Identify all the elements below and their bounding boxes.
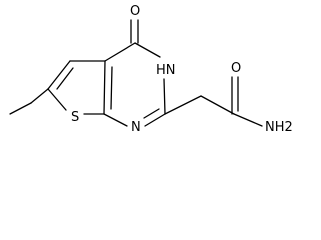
bond-n1-c7a — [103, 113, 128, 127]
molecule-drawing: O HN S N O NH2 — [9, 4, 293, 135]
bond-cco-nh2 — [233, 113, 263, 127]
bond-ethyl-ch3 — [9, 102, 32, 115]
atom-sulfur: S — [71, 110, 79, 125]
bond-ch2-cco — [200, 95, 235, 115]
bond-c2-n1 — [144, 113, 166, 127]
bond-c2-ch2 — [164, 95, 202, 115]
bond-c4a-c4 — [104, 42, 136, 62]
bond-c4-n3 — [134, 42, 161, 58]
bond-c6-c5-inner — [56, 67, 74, 90]
atom-oxygen-amide: O — [231, 61, 241, 76]
bond-ethyl-ch2 — [30, 88, 49, 104]
bond-c4a-c7a-inner — [110, 66, 113, 110]
atom-amide-nh2: NH2 — [265, 120, 293, 135]
structure-diagram: O HN S N O NH2 — [9, 4, 293, 135]
atom-nitrogen-ring: N — [131, 120, 141, 135]
bond-c2-n1-inner — [143, 108, 160, 119]
bond-n3-c2 — [163, 78, 166, 115]
bond-c6-c5 — [47, 60, 71, 90]
bond-c6-s — [47, 88, 67, 111]
bond-c4a-c7a — [103, 60, 106, 115]
atom-oxygen-ketone: O — [130, 4, 140, 19]
atom-nitrogen-nh: HN — [156, 63, 176, 78]
